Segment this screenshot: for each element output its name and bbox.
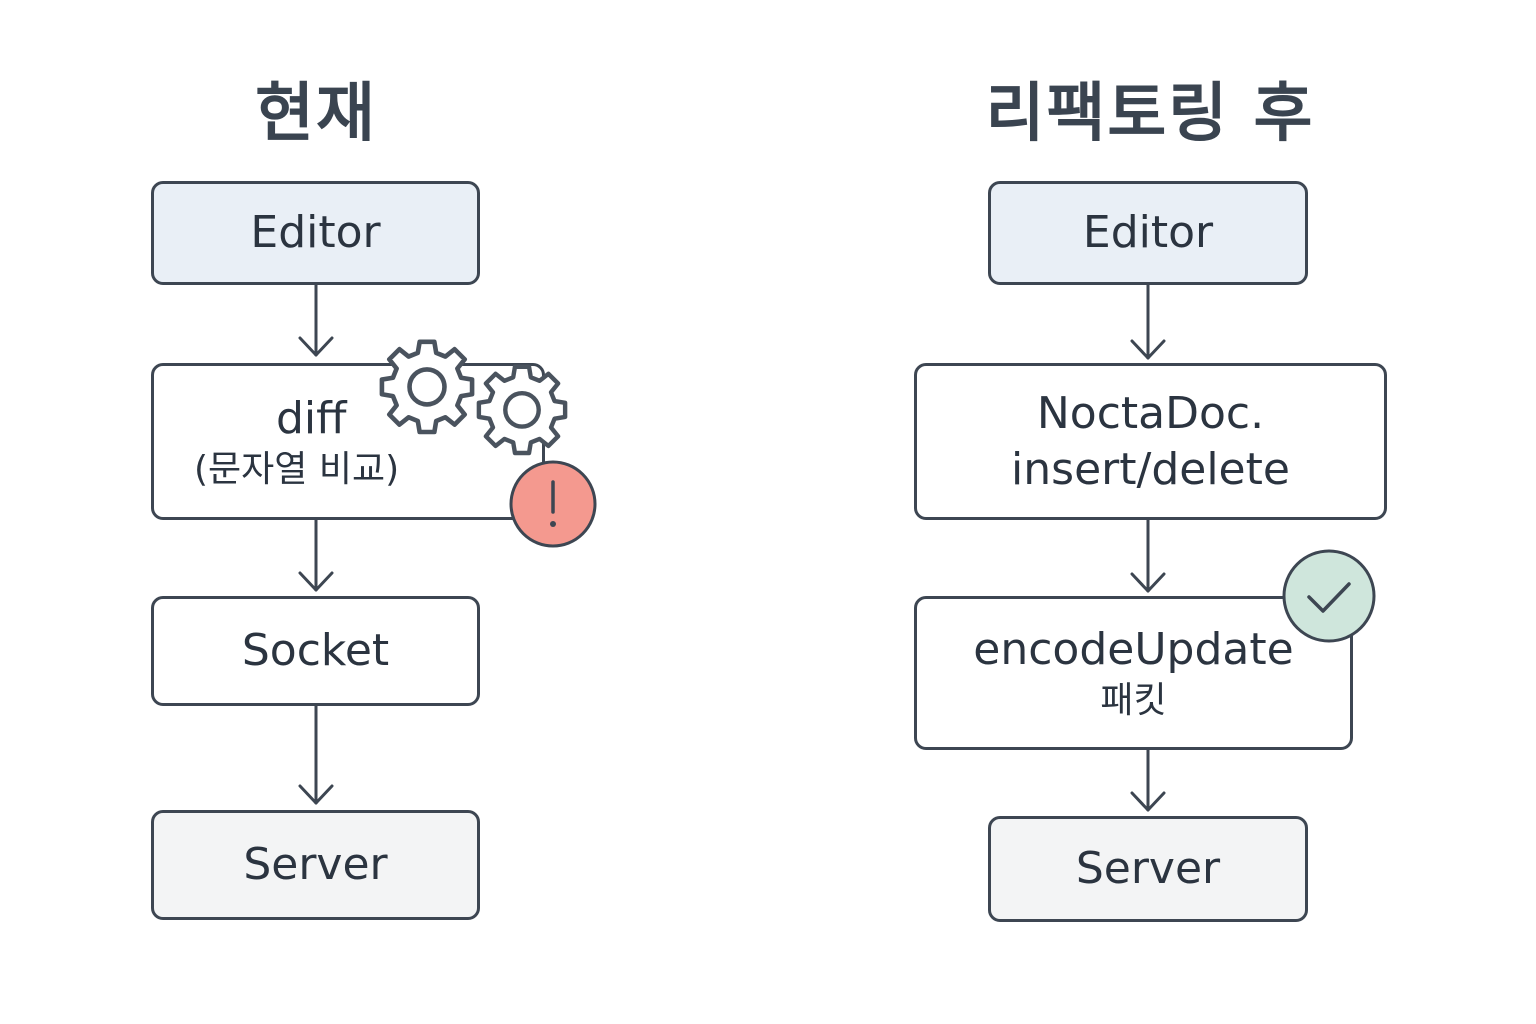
left-diff-node: diff (문자열 비교): [151, 363, 545, 520]
right-server-node: Server: [988, 816, 1308, 922]
right-noctadoc-node: NoctaDoc. insert/delete: [914, 363, 1387, 520]
left-socket-label: Socket: [241, 625, 390, 676]
left-diff-label-line1: diff: [276, 392, 347, 444]
right-encode-label-line1: encodeUpdate: [973, 624, 1294, 675]
right-encode-label-line2: 패킷: [1100, 680, 1167, 721]
left-socket-node: Socket: [151, 596, 480, 706]
arrow-noctadoc-to-encode: [1130, 518, 1166, 593]
left-editor-label: Editor: [250, 207, 381, 258]
right-column-title: 리팩토링 후: [985, 77, 1315, 151]
right-editor-label: Editor: [1082, 207, 1214, 258]
right-editor-node: Editor: [988, 181, 1308, 285]
left-column-title: 현재: [255, 77, 377, 151]
arrow-diff-to-socket: [298, 518, 334, 592]
right-noctadoc-label-line1: NoctaDoc.: [1036, 387, 1265, 439]
right-encode-node: encodeUpdate 패킷: [914, 596, 1353, 750]
left-server-label: Server: [243, 839, 388, 890]
right-server-label: Server: [1075, 843, 1221, 894]
arrow-encode-to-server: [1130, 748, 1166, 812]
right-noctadoc-label-line2: insert/delete: [1011, 443, 1290, 495]
arrow-socket-to-server: [298, 704, 334, 805]
arrow-editor-to-noctadoc: [1130, 283, 1166, 360]
left-editor-node: Editor: [151, 181, 480, 285]
left-diff-label-line2: (문자열 비교): [194, 448, 400, 490]
arrow-editor-to-diff: [298, 283, 334, 357]
left-server-node: Server: [151, 810, 480, 920]
